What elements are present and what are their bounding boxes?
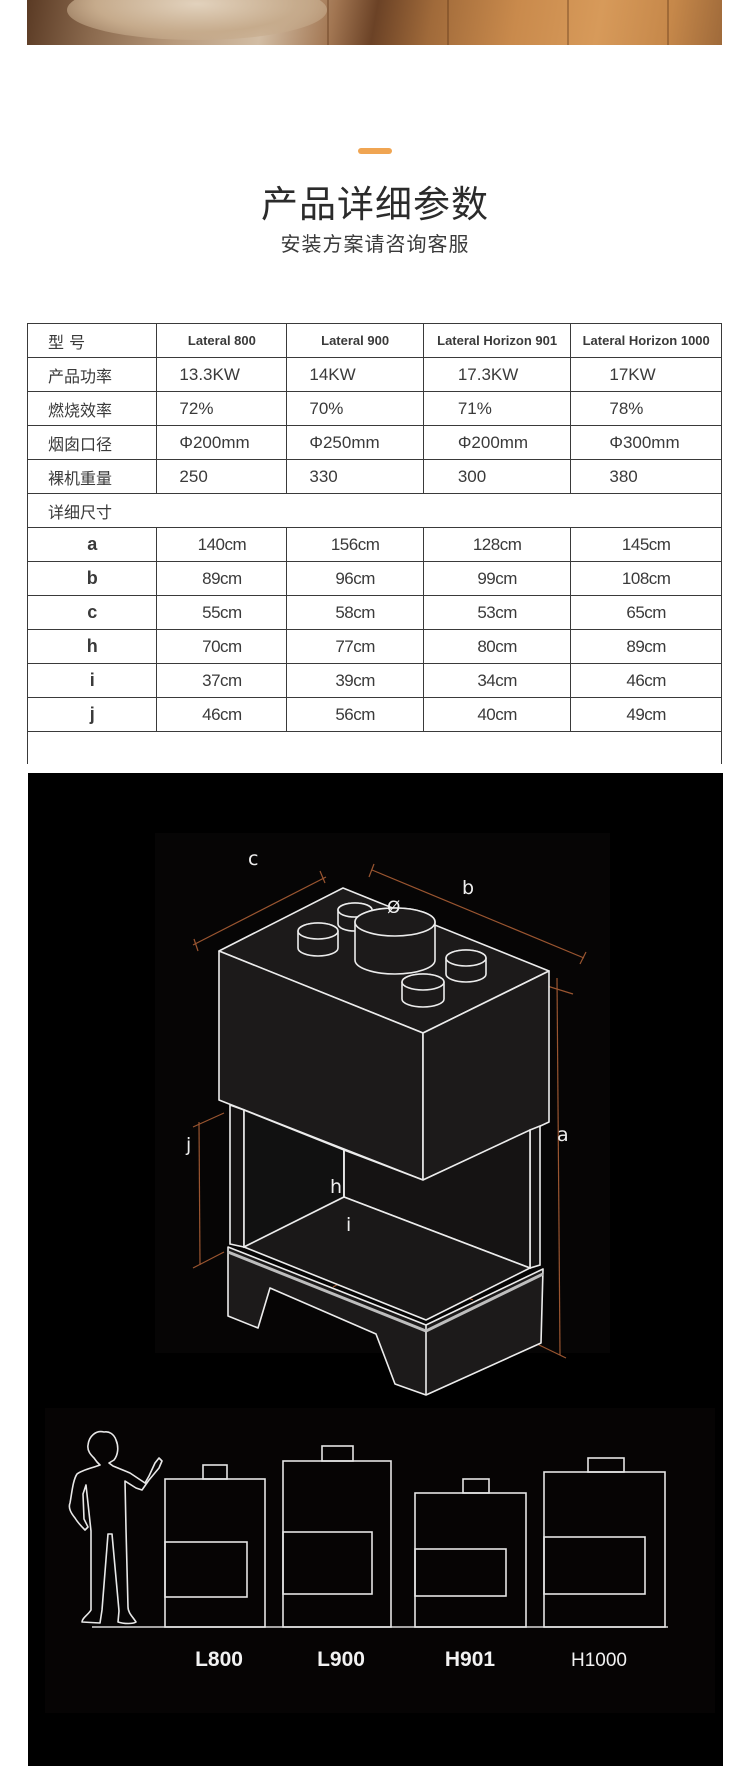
dimension-label-b: b [462, 877, 475, 899]
cell-value: 99cm [422, 561, 572, 596]
section-subtitle: 安装方案请咨询客服 [280, 232, 470, 256]
l900-outline [282, 1460, 392, 1628]
cell-value: 72% [156, 391, 288, 426]
model-name: Lateral 900 [286, 323, 424, 358]
size-comparison-background [45, 1408, 715, 1713]
table-row: 裸机重量 250 330 300 380 [26, 459, 722, 494]
cell-value: 17.3KW [422, 357, 572, 392]
cell-value: Φ300mm [570, 425, 722, 460]
table-row: h 70cm 77cm 80cm 89cm [26, 629, 722, 664]
cell-value: 49cm [570, 697, 722, 732]
dimension-key: i [26, 663, 158, 698]
table-row: a 140cm 156cm 128cm 145cm [26, 527, 722, 562]
h1000-outline [543, 1471, 666, 1628]
floor-plank [447, 0, 449, 45]
cell-value: 17KW [570, 357, 722, 392]
dimension-key: j [26, 697, 158, 732]
cell-value: 58cm [286, 595, 424, 630]
fireplace-base [227, 1246, 544, 1396]
model-label-l800: L800 [195, 1648, 243, 1671]
flue-collars [297, 902, 487, 1008]
l800-outline [164, 1478, 266, 1628]
model-label-h901: H901 [444, 1648, 496, 1671]
table-row: i 37cm 39cm 34cm 46cm [26, 663, 722, 698]
cell-value: 71% [422, 391, 572, 426]
h901-outline [414, 1492, 527, 1628]
cell-value: Φ200mm [156, 425, 288, 460]
cell-value: 14KW [286, 357, 424, 392]
cell-value: 40cm [422, 697, 572, 732]
person-silhouette [68, 1430, 163, 1625]
dimension-label-c: c [248, 848, 259, 870]
floor-plank [667, 0, 669, 45]
section-title: 产品详细参数 [261, 183, 489, 226]
cell-value: 46cm [570, 663, 722, 698]
cell-value: 39cm [286, 663, 424, 698]
cell-value: 89cm [156, 561, 288, 596]
dimension-label-a: a [557, 1124, 569, 1146]
model-label-l900: L900 [317, 1648, 365, 1671]
spec-table: 型 号 Lateral 800 Lateral 900 Lateral Hori… [26, 323, 722, 764]
model-name: Lateral Horizon 1000 [570, 323, 722, 358]
model-outlines [164, 1445, 666, 1628]
table-row: c 55cm 58cm 53cm 65cm [26, 595, 722, 630]
table-blank-row [27, 731, 722, 764]
table-row: b 89cm 96cm 99cm 108cm [26, 561, 722, 596]
dimension-key: h [26, 629, 158, 664]
floor-plank [327, 0, 329, 45]
cell-value: 56cm [286, 697, 424, 732]
accent-bar [358, 148, 392, 154]
cell-value: Φ250mm [286, 425, 424, 460]
hood-front-right [422, 970, 550, 1181]
cell-value: 128cm [422, 527, 572, 562]
model-name: Lateral 800 [156, 323, 288, 358]
cell-value: 89cm [570, 629, 722, 664]
cell-value: 145cm [570, 527, 722, 562]
cell-value: 78% [570, 391, 722, 426]
dimension-label-i: i [346, 1214, 352, 1236]
firebox [229, 1103, 541, 1321]
hero-photo [27, 0, 722, 45]
model-label-h1000: H1000 [571, 1650, 627, 1671]
cell-value: 96cm [286, 561, 424, 596]
row-label: 产品功率 [26, 357, 158, 392]
dimension-key: b [26, 561, 158, 596]
table-row: j 46cm 56cm 40cm 49cm [26, 697, 722, 732]
dimension-label-j: j [186, 1134, 192, 1156]
floor-plank [567, 0, 569, 45]
table-row: 烟囱口径 Φ200mm Φ250mm Φ200mm Φ300mm [26, 425, 722, 460]
cell-value: 156cm [286, 527, 424, 562]
cell-value: 330 [286, 459, 424, 494]
model-header-label: 型 号 [26, 323, 158, 358]
diameter-label: Ø [387, 898, 401, 918]
cell-value: 140cm [156, 527, 288, 562]
table-header-row: 型 号 Lateral 800 Lateral 900 Lateral Hori… [26, 323, 722, 358]
dimension-key: a [26, 527, 158, 562]
dimension-label-h: h [330, 1176, 343, 1198]
dimension-key: c [26, 595, 158, 630]
blank-cell [27, 731, 722, 764]
